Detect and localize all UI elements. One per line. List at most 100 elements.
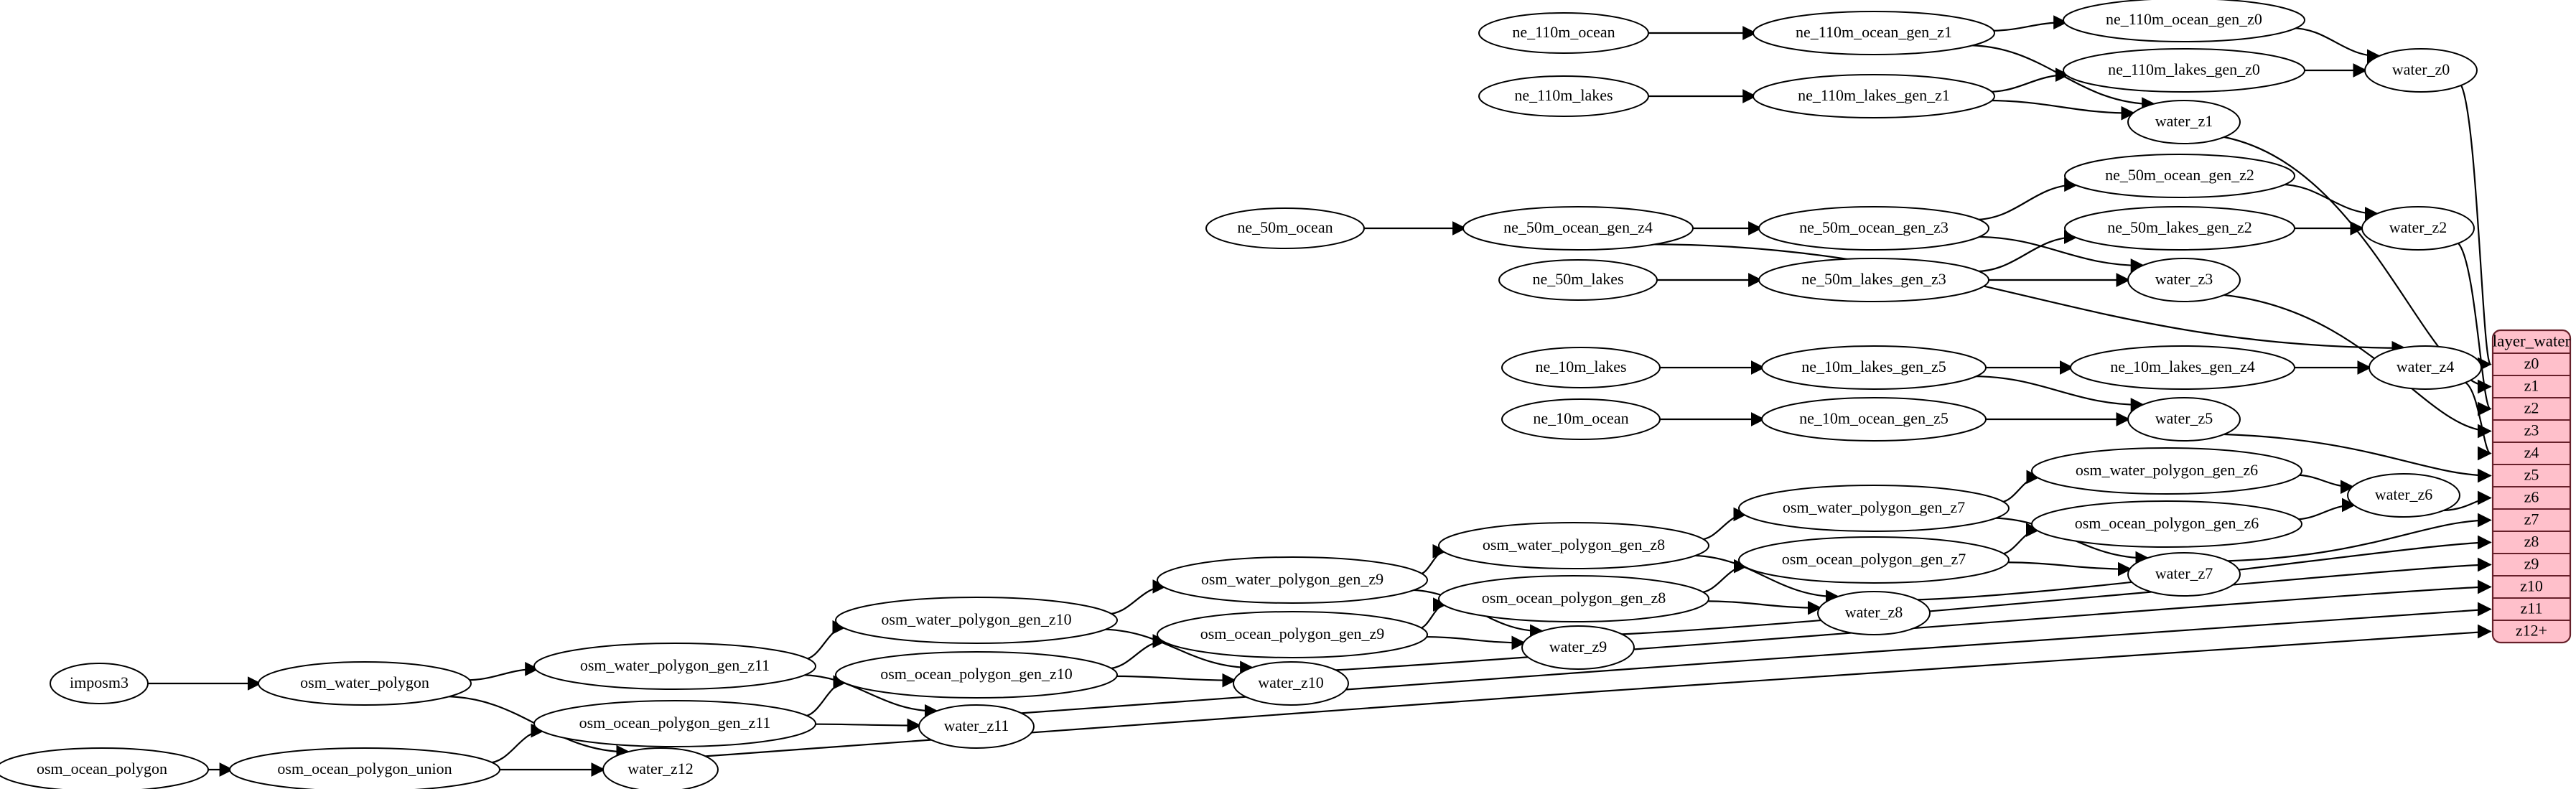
node-osm_ocean_polygon_gen_z6[interactable]: osm_ocean_polygon_gen_z6 bbox=[2031, 500, 2302, 548]
node-label: ne_50m_ocean_gen_z2 bbox=[2105, 166, 2254, 184]
node-label: osm_water_polygon bbox=[300, 673, 429, 691]
table-row-z11[interactable]: z11 bbox=[2521, 599, 2543, 617]
node-water_z5[interactable]: water_z5 bbox=[2127, 397, 2241, 442]
node-osm_water_polygon[interactable]: osm_water_polygon bbox=[258, 661, 472, 706]
edge-osm_ocean_polygon_gen_z6-to-water_z6 bbox=[2293, 498, 2356, 520]
node-ne_110m_lakes_gen_z1[interactable]: ne_110m_lakes_gen_z1 bbox=[1753, 74, 1995, 118]
node-ellipse bbox=[1478, 75, 1649, 117]
node-label: osm_water_polygon_gen_z9 bbox=[1201, 570, 1383, 588]
node-osm_ocean_polygon_union[interactable]: osm_ocean_polygon_union bbox=[229, 747, 500, 789]
node-ellipse bbox=[1233, 661, 1349, 706]
node-water_z7[interactable]: water_z7 bbox=[2127, 552, 2241, 597]
node-osm_water_polygon_gen_z8[interactable]: osm_water_polygon_gen_z8 bbox=[1438, 522, 1709, 569]
node-water_z0[interactable]: water_z0 bbox=[2364, 48, 2478, 93]
node-ne_10m_lakes[interactable]: ne_10m_lakes bbox=[1501, 347, 1661, 388]
edge-water_z0-to-layer_water-z0 bbox=[2460, 85, 2492, 371]
edge-water_z6-to-layer_water-z6 bbox=[2444, 490, 2492, 512]
node-water_z4[interactable]: water_z4 bbox=[2369, 345, 2482, 390]
table-row-z5[interactable]: z5 bbox=[2524, 466, 2539, 484]
table-row-z6[interactable]: z6 bbox=[2524, 488, 2539, 506]
node-ne_50m_lakes_gen_z3[interactable]: ne_50m_lakes_gen_z3 bbox=[1758, 258, 1989, 302]
node-label: ne_50m_lakes_gen_z2 bbox=[2107, 218, 2252, 236]
node-ellipse bbox=[1438, 522, 1709, 569]
node-ellipse bbox=[1817, 591, 1931, 635]
edge-osm_ocean_polygon_gen_z11-to-water_z11 bbox=[810, 718, 922, 733]
node-ne_110m_lakes_gen_z0[interactable]: ne_110m_lakes_gen_z0 bbox=[2063, 48, 2305, 93]
node-ne_110m_lakes[interactable]: ne_110m_lakes bbox=[1478, 75, 1649, 117]
node-label: water_z5 bbox=[2155, 409, 2213, 427]
node-ellipse bbox=[0, 747, 209, 789]
node-ellipse bbox=[2063, 48, 2305, 93]
table-row-z9[interactable]: z9 bbox=[2524, 555, 2539, 573]
table-row-z7[interactable]: z7 bbox=[2524, 510, 2539, 528]
table-row-z3[interactable]: z3 bbox=[2524, 421, 2539, 439]
node-water_z1[interactable]: water_z1 bbox=[2127, 100, 2241, 144]
node-ne_10m_ocean[interactable]: ne_10m_ocean bbox=[1501, 398, 1661, 440]
table-row-z1[interactable]: z1 bbox=[2524, 377, 2539, 395]
node-ne_110m_ocean_gen_z1[interactable]: ne_110m_ocean_gen_z1 bbox=[1753, 11, 1995, 55]
node-water_z9[interactable]: water_z9 bbox=[1521, 625, 1635, 670]
node-label: osm_water_polygon_gen_z6 bbox=[2076, 461, 2258, 479]
node-osm_ocean_polygon_gen_z11[interactable]: osm_ocean_polygon_gen_z11 bbox=[533, 700, 816, 747]
table-row-z0[interactable]: z0 bbox=[2524, 355, 2539, 373]
table-row-z8[interactable]: z8 bbox=[2524, 533, 2539, 551]
node-water_z2[interactable]: water_z2 bbox=[2361, 206, 2475, 251]
node-osm_water_polygon_gen_z9[interactable]: osm_water_polygon_gen_z9 bbox=[1157, 556, 1428, 604]
node-ellipse bbox=[2127, 397, 2241, 442]
node-osm_ocean_polygon_gen_z8[interactable]: osm_ocean_polygon_gen_z8 bbox=[1438, 575, 1709, 622]
node-label: water_z7 bbox=[2155, 564, 2213, 582]
node-water_z8[interactable]: water_z8 bbox=[1817, 591, 1931, 635]
node-label: water_z8 bbox=[1845, 603, 1903, 621]
node-water_z12[interactable]: water_z12 bbox=[602, 747, 719, 789]
node-osm_ocean_polygon_gen_z9[interactable]: osm_ocean_polygon_gen_z9 bbox=[1157, 611, 1428, 658]
node-ellipse bbox=[2127, 258, 2241, 302]
layer-water-table: layer_waterz0z1z2z3z4z5z6z7z8z9z10z11z12… bbox=[2491, 329, 2572, 644]
node-ne_50m_lakes_gen_z2[interactable]: ne_50m_lakes_gen_z2 bbox=[2064, 206, 2295, 251]
table-row-z2[interactable]: z2 bbox=[2524, 399, 2539, 417]
table-row-z4[interactable]: z4 bbox=[2524, 444, 2539, 462]
node-ne_50m_ocean_gen_z3[interactable]: ne_50m_ocean_gen_z3 bbox=[1758, 206, 1989, 251]
node-label: ne_50m_ocean_gen_z4 bbox=[1503, 218, 1653, 236]
edge-osm_ocean_polygon_gen_z8-to-water_z8 bbox=[1702, 600, 1822, 615]
node-ellipse bbox=[258, 661, 472, 706]
table-row-z12+[interactable]: z12+ bbox=[2516, 622, 2547, 640]
node-osm_ocean_polygon_gen_z10[interactable]: osm_ocean_polygon_gen_z10 bbox=[835, 651, 1118, 699]
node-imposm3[interactable]: imposm3 bbox=[50, 663, 149, 704]
node-ellipse bbox=[533, 643, 816, 690]
node-osm_ocean_polygon_gen_z7[interactable]: osm_ocean_polygon_gen_z7 bbox=[1738, 536, 2010, 584]
node-ne_50m_ocean[interactable]: ne_50m_ocean bbox=[1205, 207, 1365, 249]
node-osm_ocean_polygon[interactable]: osm_ocean_polygon bbox=[0, 747, 209, 789]
node-label: water_z4 bbox=[2397, 358, 2455, 375]
node-ne_10m_lakes_gen_z5[interactable]: ne_10m_lakes_gen_z5 bbox=[1761, 345, 1987, 390]
node-ellipse bbox=[2070, 345, 2295, 390]
node-ellipse bbox=[602, 747, 719, 789]
node-ellipse bbox=[2369, 345, 2482, 390]
node-osm_water_polygon_gen_z7[interactable]: osm_water_polygon_gen_z7 bbox=[1738, 485, 2010, 532]
node-label: osm_ocean_polygon_gen_z7 bbox=[1782, 550, 1966, 568]
node-ne_50m_ocean_gen_z2[interactable]: ne_50m_ocean_gen_z2 bbox=[2064, 154, 2295, 198]
node-ellipse bbox=[2127, 552, 2241, 597]
node-ne_110m_ocean_gen_z0[interactable]: ne_110m_ocean_gen_z0 bbox=[2063, 0, 2305, 42]
node-label: osm_ocean_polygon_gen_z8 bbox=[1482, 589, 1666, 607]
node-osm_water_polygon_gen_z11[interactable]: osm_water_polygon_gen_z11 bbox=[533, 643, 816, 690]
node-water_z3[interactable]: water_z3 bbox=[2127, 258, 2241, 302]
table-row-z10[interactable]: z10 bbox=[2520, 577, 2543, 595]
node-label: ne_50m_ocean_gen_z3 bbox=[1799, 218, 1949, 236]
node-water_z11[interactable]: water_z11 bbox=[918, 704, 1035, 749]
node-water_z6[interactable]: water_z6 bbox=[2347, 473, 2460, 518]
node-water_z10[interactable]: water_z10 bbox=[1233, 661, 1349, 706]
node-label: ne_50m_lakes bbox=[1532, 270, 1623, 288]
node-osm_water_polygon_gen_z10[interactable]: osm_water_polygon_gen_z10 bbox=[835, 597, 1118, 644]
node-ellipse bbox=[918, 704, 1035, 749]
edge-ne_110m_lakes_gen_z1-to-water_z1 bbox=[1987, 99, 2136, 121]
node-label: ne_110m_lakes bbox=[1514, 86, 1613, 104]
node-ne_110m_ocean[interactable]: ne_110m_ocean bbox=[1478, 12, 1649, 54]
node-ne_50m_ocean_gen_z4[interactable]: ne_50m_ocean_gen_z4 bbox=[1462, 206, 1694, 251]
node-ne_10m_ocean_gen_z5[interactable]: ne_10m_ocean_gen_z5 bbox=[1761, 397, 1987, 442]
node-label: osm_ocean_polygon_gen_z11 bbox=[579, 714, 771, 732]
node-ne_50m_lakes[interactable]: ne_50m_lakes bbox=[1498, 259, 1658, 301]
node-label: ne_110m_ocean_gen_z0 bbox=[2106, 10, 2262, 28]
node-ne_10m_lakes_gen_z4[interactable]: ne_10m_lakes_gen_z4 bbox=[2070, 345, 2295, 390]
node-osm_water_polygon_gen_z6[interactable]: osm_water_polygon_gen_z6 bbox=[2031, 447, 2302, 495]
edge-osm_water_polygon_gen_z11-to-osm_water_polygon_gen_z10 bbox=[803, 620, 847, 660]
